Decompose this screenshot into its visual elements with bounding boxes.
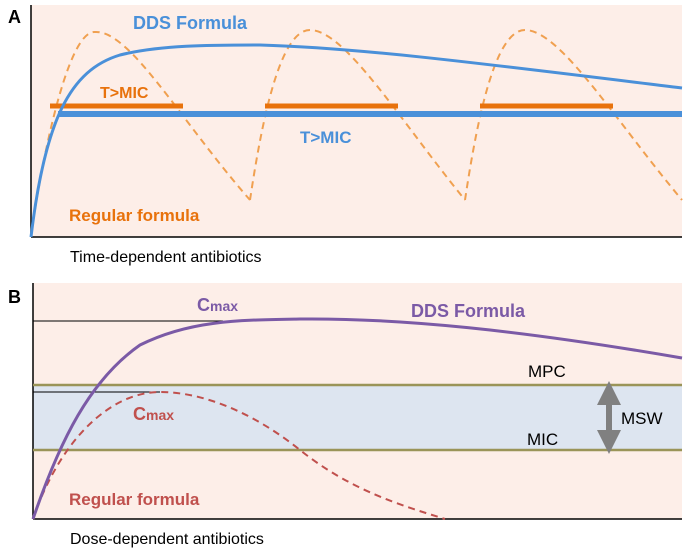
panel-b-cmax-regular-sub: max: [146, 407, 174, 423]
panel-b-cmax-regular-main: C: [133, 404, 146, 424]
panel-a-background: [31, 5, 682, 237]
panel-a-regular-label: Regular formula: [69, 206, 200, 225]
panel-b-dds-label: DDS Formula: [411, 301, 526, 321]
panel-a-dds-curve: [29, 43, 683, 238]
panel-b-letter: B: [8, 287, 21, 307]
panel-b: B Cmax Cmax DDS Formula MPC MIC MSW Regu…: [8, 283, 683, 548]
panel-a-letter: A: [8, 7, 21, 27]
panel-b-cmax-dds-sub: max: [210, 298, 238, 314]
panel-b-regular-curve: [32, 390, 446, 520]
panel-a-dds-label: DDS Formula: [133, 13, 248, 33]
panel-a-regular-curve: [464, 28, 683, 201]
panel-a-regular-curve: [249, 28, 466, 201]
panel-b-caption: Dose-dependent antibiotics: [70, 531, 264, 548]
panel-a-tmic-dds-label: T>MIC: [300, 128, 351, 147]
panel-b-dds-curve: [31, 317, 683, 520]
panel-b-cmax-dds-label: Cmax: [197, 295, 238, 315]
panel-a-tmic-regular-label: T>MIC: [100, 85, 149, 102]
panel-b-msw-label: MSW: [621, 409, 663, 428]
panel-b-mutant-selection-window: [33, 385, 682, 450]
panel-b-regular-label: Regular formula: [69, 490, 200, 509]
panel-b-cmax-dds-main: C: [197, 295, 210, 315]
panel-a: A DDS Formula T>MIC T>MIC Regular formul…: [8, 5, 683, 266]
panel-b-mpc-label: MPC: [528, 362, 566, 381]
panel-b-mic-label: MIC: [527, 430, 558, 449]
panel-b-cmax-regular-label: Cmax: [133, 404, 174, 424]
panel-a-caption: Time-dependent antibiotics: [70, 249, 262, 266]
